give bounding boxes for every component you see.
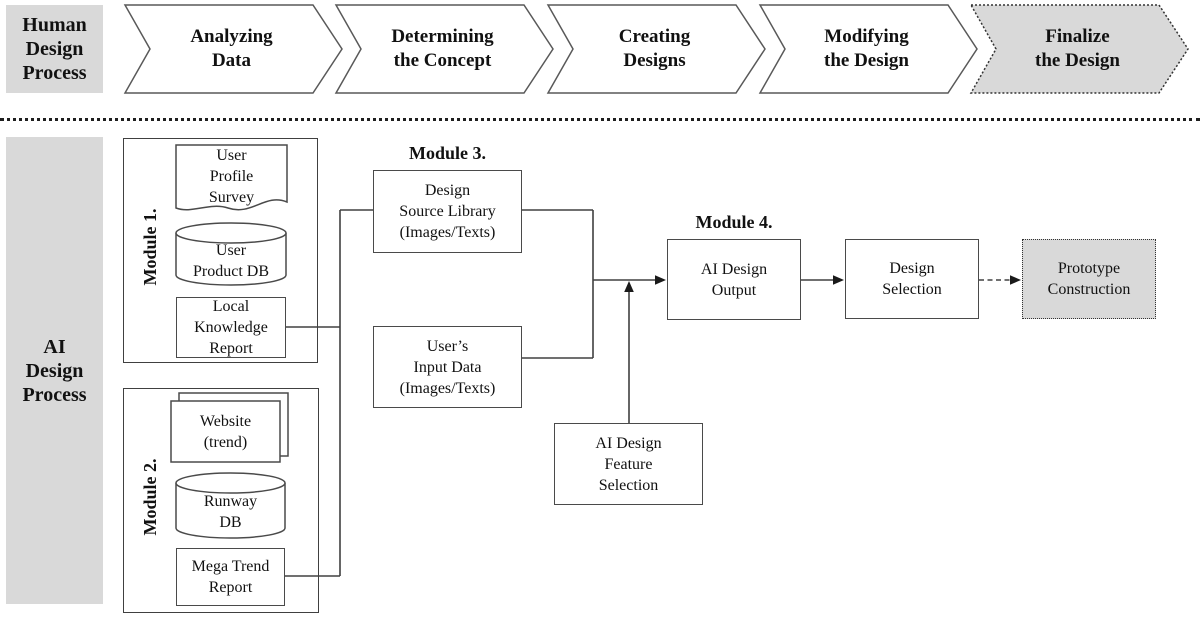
user-profile-survey-label: User Profile Survey (208, 146, 255, 206)
arrowhead-into-design-selection (833, 275, 844, 285)
module1-container (123, 138, 318, 363)
database-cylinder-top (175, 472, 286, 494)
local-knowledge-report-box: Local Knowledge Report (176, 297, 286, 358)
ai-design-output-box: AI Design Output (667, 239, 801, 320)
chevron-step-4 (758, 4, 978, 94)
stacked-rect-front (170, 400, 281, 463)
database-cylinder-top (175, 222, 287, 244)
user-product-db-label: User Product DB (193, 242, 269, 280)
ai-design-process-label: AI Design Process (6, 137, 103, 604)
step-creating-designs: Creating Designs (618, 26, 691, 71)
website-trend-label: Website (trend) (199, 412, 252, 451)
ai-design-feature-selection-box: AI Design Feature Selection (554, 423, 703, 505)
chevron-step-3 (546, 4, 766, 94)
arrowhead-up-feature-selection (624, 281, 634, 292)
step-modifying-design: Modifying the Design (824, 26, 909, 71)
mega-trend-report-box: Mega Trend Report (176, 548, 285, 606)
step-analyzing-data: Analyzing Data (190, 26, 273, 71)
module2-container (123, 388, 319, 613)
module1-title: Module 1. (140, 208, 160, 286)
module4-title: Module 4. (695, 212, 773, 232)
arrowhead-into-prototype (1010, 275, 1021, 285)
chevron-step-1 (123, 4, 343, 94)
database-cylinder-body (175, 233, 287, 286)
connector-lines (285, 209, 1011, 577)
design-selection-box: Design Selection (845, 239, 979, 319)
document-shape (175, 144, 288, 211)
module3-title: Module 3. (408, 143, 486, 163)
prototype-construction-box: Prototype Construction (1022, 239, 1156, 319)
runway-db-label: Runway DB (203, 493, 258, 531)
arrowhead-into-ai-output (655, 275, 666, 285)
chevron-step-2 (334, 4, 554, 94)
lane-divider-dotted-line (0, 118, 1200, 121)
database-cylinder-body (175, 483, 286, 539)
human-design-process-label: Human Design Process (6, 5, 103, 93)
users-input-data-box: User’s Input Data (Images/Texts) (373, 326, 522, 408)
step-finalize-design: Finalize the Design (1035, 26, 1120, 71)
step-determining-concept: Determining the Concept (391, 26, 494, 71)
design-source-library-box: Design Source Library (Images/Texts) (373, 170, 522, 253)
module2-title: Module 2. (140, 458, 160, 536)
chevron-step-5-highlighted (969, 4, 1189, 94)
